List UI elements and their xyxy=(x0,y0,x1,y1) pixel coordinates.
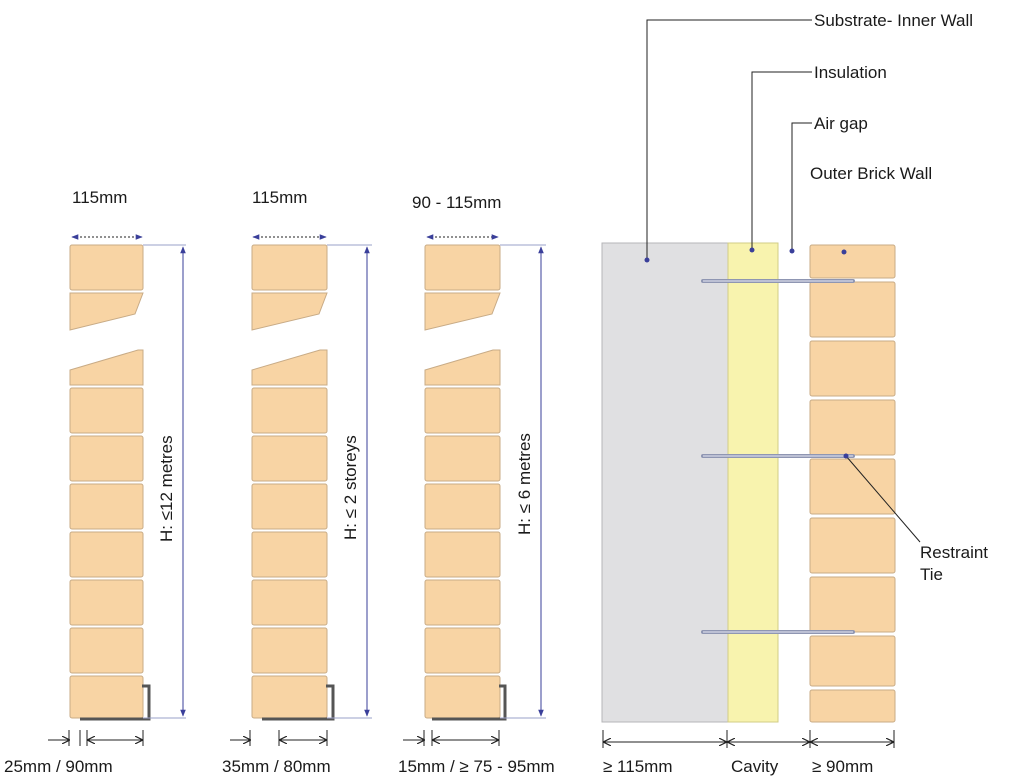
wall-2: 115mm H: ≤ 2 storeys 35mm / 80mm xyxy=(222,188,372,776)
restraint-tie-callout-line2: Tie xyxy=(920,565,943,584)
wall-3-height-label: H: ≤ 6 metres xyxy=(515,433,534,535)
cavity-wall-section: Substrate- Inner Wall Insulation Air gap… xyxy=(601,11,988,776)
wall-3-bottom-label: 15mm / ≥ 75 - 95mm xyxy=(398,757,555,776)
air-gap-leader xyxy=(791,122,812,250)
wall-2-height-label: H: ≤ 2 storeys xyxy=(341,435,360,540)
insulation-leader xyxy=(751,71,812,250)
outer-width-label: ≥ 90mm xyxy=(812,757,873,776)
substrate-inner-wall xyxy=(601,242,729,723)
wall-1-height-label: H: ≤12 metres xyxy=(157,435,176,542)
outer-brick-leader-dot xyxy=(841,249,847,255)
wall-1: 115mm H: ≤12 metres 25mm / 90mm xyxy=(4,188,186,776)
wall-2-base-bracket xyxy=(262,684,335,721)
outer-brick-callout: Outer Brick Wall xyxy=(810,164,932,183)
insulation-layer xyxy=(727,242,779,723)
wall-1-width-label: 115mm xyxy=(72,188,127,207)
wall-1-bricks xyxy=(69,244,144,719)
wall-2-width-label: 115mm xyxy=(252,188,307,207)
substrate-leader xyxy=(646,19,812,260)
insulation-callout: Insulation xyxy=(814,63,887,82)
cavity-label: Cavity xyxy=(731,757,779,776)
restraint-tie-leader xyxy=(845,455,921,543)
substrate-width-label: ≥ 115mm xyxy=(603,757,672,776)
wall-2-bottom-label: 35mm / 80mm xyxy=(222,757,331,776)
air-gap-callout: Air gap xyxy=(814,114,868,133)
wall-2-bricks xyxy=(251,244,328,719)
wall-1-bottom-label: 25mm / 90mm xyxy=(4,757,113,776)
wall-1-base-bracket xyxy=(80,684,151,721)
wall-3-width-label: 90 - 115mm xyxy=(412,193,501,212)
substrate-callout: Substrate- Inner Wall xyxy=(814,11,973,30)
restraint-ties xyxy=(701,279,855,634)
wall-3-bricks xyxy=(424,244,501,719)
wall-3: 90 - 115mm H: ≤ 6 metres 15mm / ≥ 75 - 9… xyxy=(398,193,555,776)
outer-brick-wall xyxy=(809,244,896,723)
wall-3-base-bracket xyxy=(432,684,507,721)
restraint-tie-callout-line1: Restraint xyxy=(920,543,988,562)
